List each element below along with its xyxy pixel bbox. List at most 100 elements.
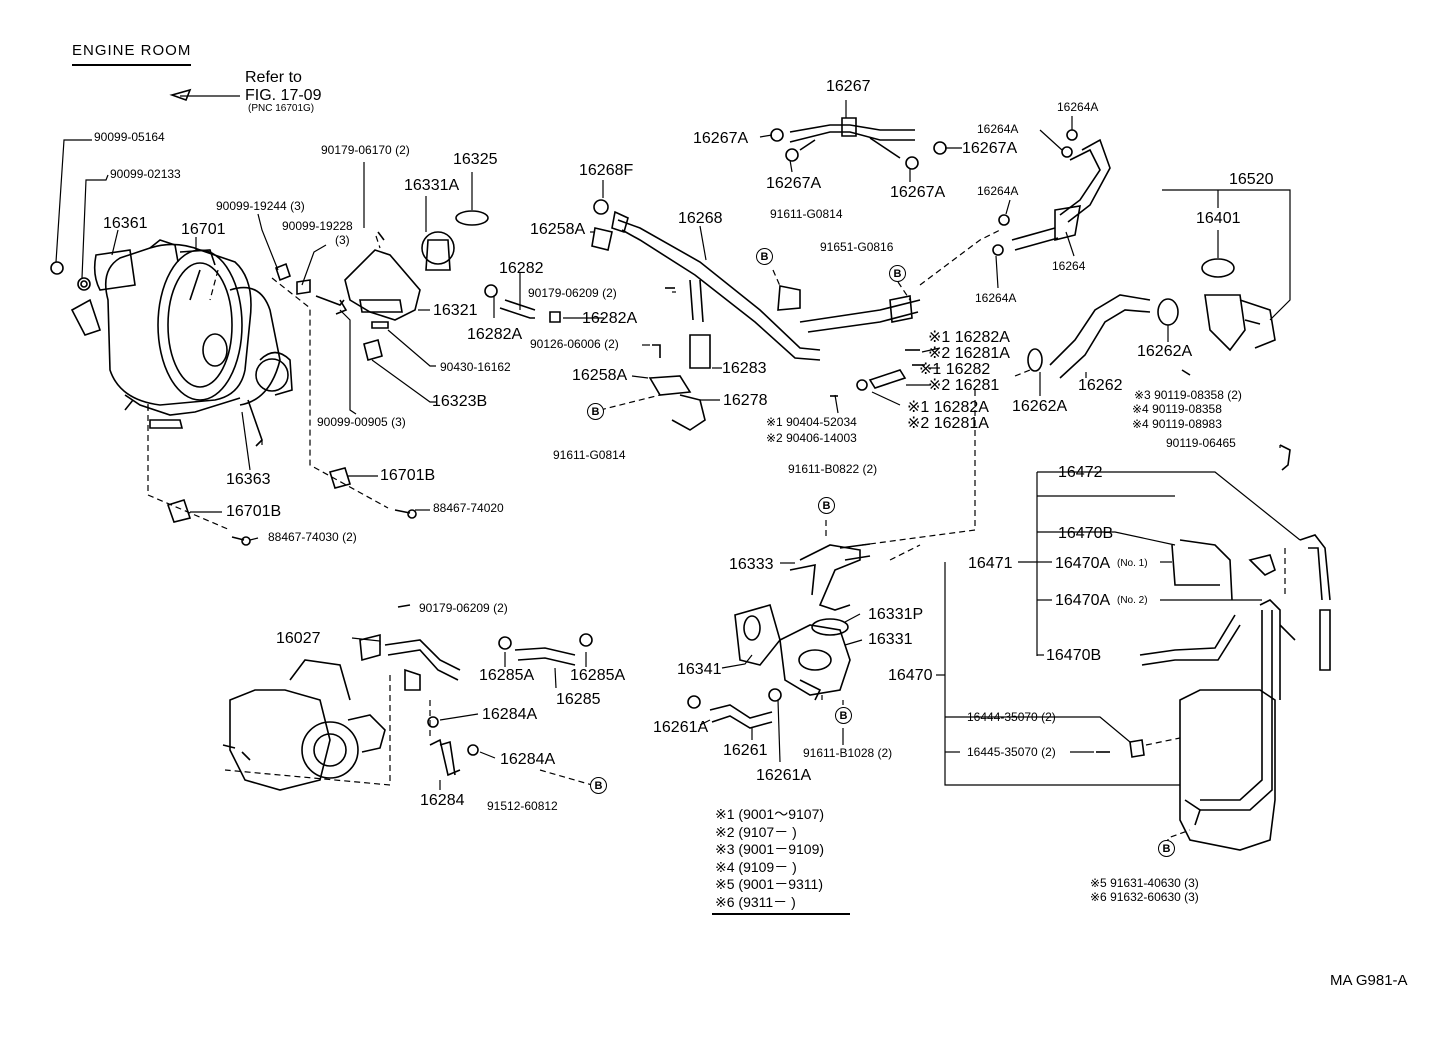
label-90404: ※1 90404-52034	[766, 415, 857, 429]
reservoir-tank-16470	[1096, 534, 1331, 851]
label-16281A-s2b: ※2 16281A	[907, 415, 989, 432]
b-marker-6: B	[590, 777, 607, 794]
label-91651-G0816: 91651-G0816	[820, 240, 894, 254]
label-16282-s1: ※1 16282	[919, 361, 991, 378]
label-16264A-2: 16264A	[977, 122, 1019, 136]
left-small-parts	[50, 88, 417, 546]
label-16282A-s1: ※1 16282A	[928, 329, 1010, 346]
label-16284: 16284	[420, 792, 465, 809]
label-16264: 16264	[1052, 259, 1086, 273]
label-16282A-s1b: ※1 16282A	[907, 399, 989, 416]
b-marker-4: B	[818, 497, 835, 514]
label-16363: 16363	[226, 471, 271, 488]
b-marker-2: B	[756, 248, 773, 265]
label-16701B-1: 16701B	[380, 467, 436, 484]
label-90179-06209-a: 90179-06209 (2)	[528, 286, 617, 300]
b-marker-7: B	[1158, 840, 1175, 857]
label-16284A-2: 16284A	[500, 751, 556, 768]
label-16282A-a: 16282A	[467, 326, 523, 343]
label-16264A-4: 16264A	[975, 291, 1017, 305]
label-16325: 16325	[453, 151, 498, 168]
legend-row: ※2 (9107－ )	[715, 823, 797, 840]
label-90179-06209-b: 90179-06209 (2)	[419, 601, 508, 615]
label-16361: 16361	[103, 215, 148, 232]
label-16264A-1: 16264A	[1057, 100, 1099, 114]
label-16285: 16285	[556, 691, 601, 708]
label-90119-08358-s4: ※4 90119-08358	[1132, 402, 1222, 416]
label-16262A-1: 16262A	[1137, 343, 1193, 360]
label-90119-08358-s3: ※3 90119-08358 (2)	[1134, 388, 1242, 402]
label-90099-05164: 90099-05164	[94, 130, 165, 144]
label-16331A: 16331A	[404, 177, 460, 194]
label-16267A-3: 16267A	[962, 140, 1018, 157]
legend-underline	[712, 913, 850, 915]
label-16282A-b: 16282A	[582, 310, 638, 327]
hose-16285-16284	[397, 604, 593, 777]
label-16520: 16520	[1229, 171, 1274, 188]
hose-16267	[770, 117, 947, 170]
label-16470A-2: 16470A	[1055, 592, 1111, 609]
b-marker-3: B	[889, 265, 906, 282]
model-year-legend: ※1 (9001～9107) ※2 (9107－ ) ※3 (9001－9109…	[715, 806, 824, 912]
label-16321: 16321	[433, 302, 478, 319]
label-90406: ※2 90406-14003	[766, 431, 857, 445]
label-16267A-2: 16267A	[766, 175, 822, 192]
diagram-code: MA G981-A	[1330, 972, 1408, 989]
legend-row: ※3 (9001－9109)	[715, 841, 825, 858]
turbo-lower-drawing	[222, 633, 461, 791]
label-16281A-s2: ※2 16281A	[928, 345, 1010, 362]
intake-housing-drawing	[70, 239, 293, 447]
label-16445-35070: 16445-35070 (2)	[967, 745, 1056, 759]
label-16267A-1: 16267A	[693, 130, 749, 147]
label-16285A-1: 16285A	[479, 667, 535, 684]
refer-line3: (PNC 16701G)	[248, 103, 315, 114]
hose-16262	[1027, 294, 1179, 379]
label-91512-60812: 91512-60812	[487, 799, 558, 813]
legend-row: ※5 (9001－9311)	[715, 876, 823, 893]
label-16264A-3: 16264A	[977, 184, 1019, 198]
label-16281-s2: ※2 16281	[928, 377, 1000, 394]
label-91632-60630: ※6 91632-60630 (3)	[1090, 890, 1199, 904]
label-90126-06006: 90126-06006 (2)	[530, 337, 619, 351]
label-16283: 16283	[722, 360, 767, 377]
label-16470A-1-note: (No. 1)	[1117, 558, 1148, 569]
b-marker-1: B	[587, 403, 604, 420]
diagram-title: ENGINE ROOM	[72, 42, 192, 66]
label-16262A-2: 16262A	[1012, 398, 1068, 415]
legend-row: ※4 (9109－ )	[715, 858, 797, 875]
refer-line1: Refer to	[245, 69, 302, 86]
label-16444-35070: 16444-35070 (2)	[967, 710, 1056, 724]
label-90099-19244: 90099-19244 (3)	[216, 199, 305, 213]
label-88467-74020: 88467-74020	[433, 501, 504, 515]
label-16331P: 16331P	[868, 606, 924, 623]
label-91611-G0814-a: 91611-G0814	[553, 448, 626, 462]
label-16258A-2: 16258A	[572, 367, 628, 384]
label-16470B-2: 16470B	[1046, 647, 1102, 664]
label-90099-19228-qty: (3)	[335, 233, 350, 247]
label-16701B-2: 16701B	[226, 503, 282, 520]
middle-small-parts	[484, 284, 925, 431]
label-16470: 16470	[888, 667, 933, 684]
label-91611-B0822: 91611-B0822 (2)	[788, 462, 878, 476]
label-91631-40630: ※5 91631-40630 (3)	[1090, 876, 1199, 890]
label-16333: 16333	[729, 556, 774, 573]
leader-lines	[55, 95, 1301, 790]
label-16027: 16027	[276, 630, 321, 647]
refer-line2: FIG. 17-09	[245, 87, 322, 104]
label-16341: 16341	[677, 661, 722, 678]
label-16278: 16278	[723, 392, 768, 409]
label-90430-16162: 90430-16162	[440, 360, 511, 374]
label-16267A-4: 16267A	[890, 184, 946, 201]
label-16331: 16331	[868, 631, 913, 648]
label-16268: 16268	[678, 210, 723, 227]
label-88467-74030: 88467-74030 (2)	[268, 530, 357, 544]
legend-row: ※1 (9001～9107)	[715, 806, 825, 822]
label-16470A-2-note: (No. 2)	[1117, 595, 1148, 606]
label-90119-08983-s4: ※4 90119-08983	[1132, 417, 1222, 431]
hose-16264	[992, 129, 1111, 256]
label-16401: 16401	[1196, 210, 1241, 227]
label-16261A-2: 16261A	[756, 767, 812, 784]
label-16282: 16282	[499, 260, 544, 277]
